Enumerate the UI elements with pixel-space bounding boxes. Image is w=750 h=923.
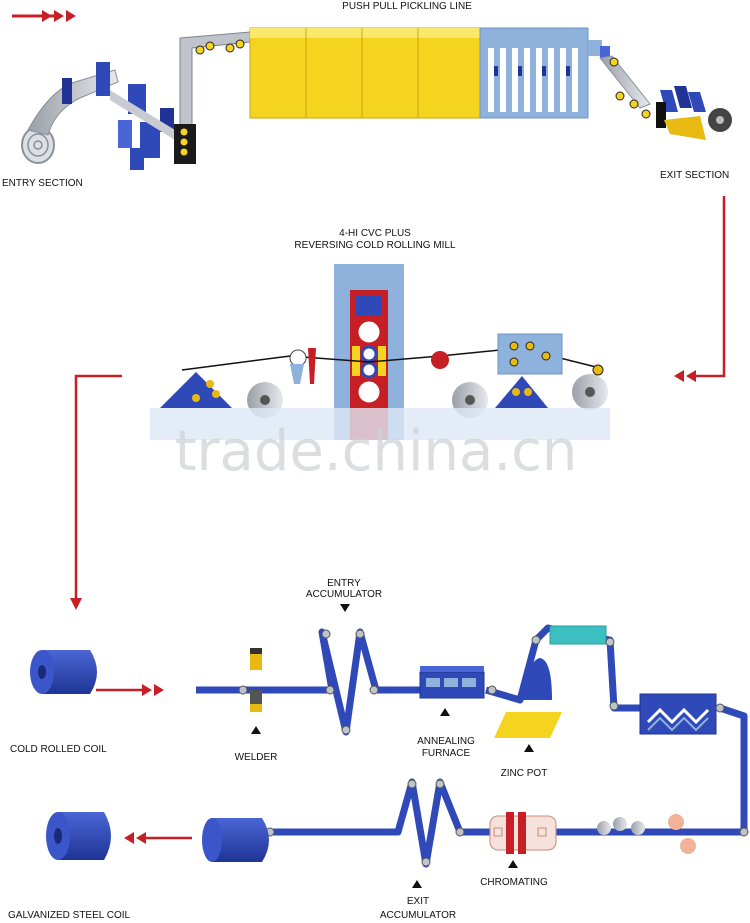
annealing-furnace-icon xyxy=(419,666,485,699)
mill-title-line2: REVERSING COLD ROLLING MILL xyxy=(294,240,456,251)
entry-section-machinery xyxy=(21,31,251,170)
mill-title-line1: 4-HI CVC PLUS xyxy=(339,228,411,239)
flow-arrow-exit-to-mill xyxy=(674,196,726,382)
welder-icon xyxy=(250,648,262,712)
zinc-pot-label: ZINC POT xyxy=(501,768,548,779)
cold-rolling-mill xyxy=(150,264,610,440)
entry-section-label: ENTRY SECTION xyxy=(2,178,83,189)
chromating-label: CHROMATING xyxy=(480,877,548,888)
welder-label: WELDER xyxy=(235,752,278,763)
welder-pointer-icon xyxy=(251,726,261,734)
cold-rolled-coil-icon xyxy=(30,650,97,694)
flow-arrow-mill-to-coil xyxy=(70,374,122,610)
pickling-line-title: PUSH PULL PICKLING LINE xyxy=(342,1,472,12)
annealing-furnace-line2: FURNACE xyxy=(422,748,471,759)
watermark-text: trade.china.cn xyxy=(175,419,578,484)
exit-accumulator-line2: ACCUMULATOR xyxy=(380,910,456,921)
flow-arrow-coil-to-line xyxy=(96,684,164,696)
tension-rolls-icon xyxy=(597,814,696,854)
entry-accumulator-pointer-icon xyxy=(340,604,350,612)
entry-accumulator-line1: ENTRY xyxy=(327,578,361,589)
exit-accumulator-pointer-icon xyxy=(412,880,422,888)
zinc-pot-icon xyxy=(494,658,562,738)
skin-pass-unit-icon xyxy=(639,693,717,735)
exit-section-label: EXIT SECTION xyxy=(660,170,729,181)
cold-rolled-coil-label: COLD ROLLED COIL xyxy=(10,744,107,755)
galvanized-steel-coil-label: GALVANIZED STEEL COIL xyxy=(8,910,131,921)
flow-arrow-to-galvanized-coil xyxy=(124,832,192,844)
guide-rollers xyxy=(238,629,749,867)
start-double-arrow-icon xyxy=(12,10,76,22)
chromating-unit-icon xyxy=(489,812,557,854)
exit-accumulator-line1: EXIT xyxy=(407,896,429,907)
zinc-pot-pointer-icon xyxy=(524,744,534,752)
exit-section-machinery xyxy=(599,55,732,140)
annealing-pointer-icon xyxy=(440,708,450,716)
pickling-tanks xyxy=(249,27,610,119)
galvanized-steel-coil-icon xyxy=(46,812,111,860)
galvanized-coil-icon xyxy=(202,818,269,862)
entry-accumulator-line2: ACCUMULATOR xyxy=(306,589,382,600)
cooling-tower-icon xyxy=(549,625,607,645)
annealing-furnace-line1: ANNEALING xyxy=(417,736,475,747)
chromating-pointer-icon xyxy=(508,860,518,868)
